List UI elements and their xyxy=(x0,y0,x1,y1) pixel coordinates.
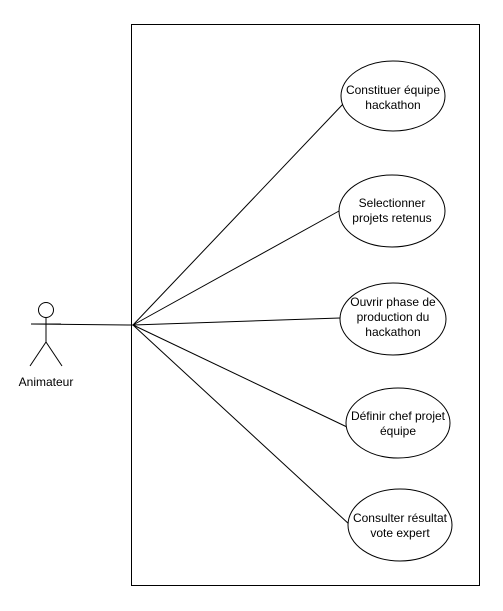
use-case-ellipse xyxy=(338,174,446,248)
use-case-label-line: Selectionner xyxy=(359,196,426,210)
use-case-ouvrir-phase[interactable]: Ouvrir phase de production du hackathon xyxy=(339,282,447,356)
association-line-5 xyxy=(132,324,351,526)
use-case-ellipse xyxy=(340,60,446,132)
association-line-1 xyxy=(132,102,345,326)
use-case-label-line: Définir chef projet xyxy=(351,409,446,423)
use-case-definir-chef[interactable]: Définir chef projet équipe xyxy=(345,387,451,459)
actor-leg-left xyxy=(29,341,47,367)
association-line-4 xyxy=(132,324,348,428)
use-case-label-line: hackathon xyxy=(365,98,420,112)
use-case-ellipse xyxy=(339,282,447,356)
association-line-3 xyxy=(132,317,341,326)
use-case-ellipse xyxy=(347,488,453,562)
use-case-label-line: équipe xyxy=(380,424,416,438)
use-case-label-line: hackathon xyxy=(365,325,420,339)
use-case-consulter-resultat[interactable]: Consulter résultat vote expert xyxy=(347,488,453,562)
use-case-selectionner-projets[interactable]: Selectionner projets retenus xyxy=(338,174,446,248)
use-case-label-line: Consulter résultat xyxy=(353,511,448,525)
association-line-2 xyxy=(132,210,340,326)
use-case-constituer-equipe[interactable]: Constituer équipe hackathon xyxy=(340,60,446,132)
use-case-label-line: projets retenus xyxy=(352,211,431,225)
use-case-ellipse xyxy=(345,387,451,459)
actor-label: Animateur xyxy=(19,375,74,389)
actor-leg-right xyxy=(45,341,63,367)
actor-head xyxy=(38,302,54,318)
actor[interactable] xyxy=(29,302,63,367)
use-case-label-line: vote expert xyxy=(370,526,430,540)
use-case-label-line: Ouvrir phase de xyxy=(350,295,436,309)
use-case-label-line: Constituer équipe xyxy=(346,83,440,97)
use-case-label-line: production du xyxy=(357,310,430,324)
